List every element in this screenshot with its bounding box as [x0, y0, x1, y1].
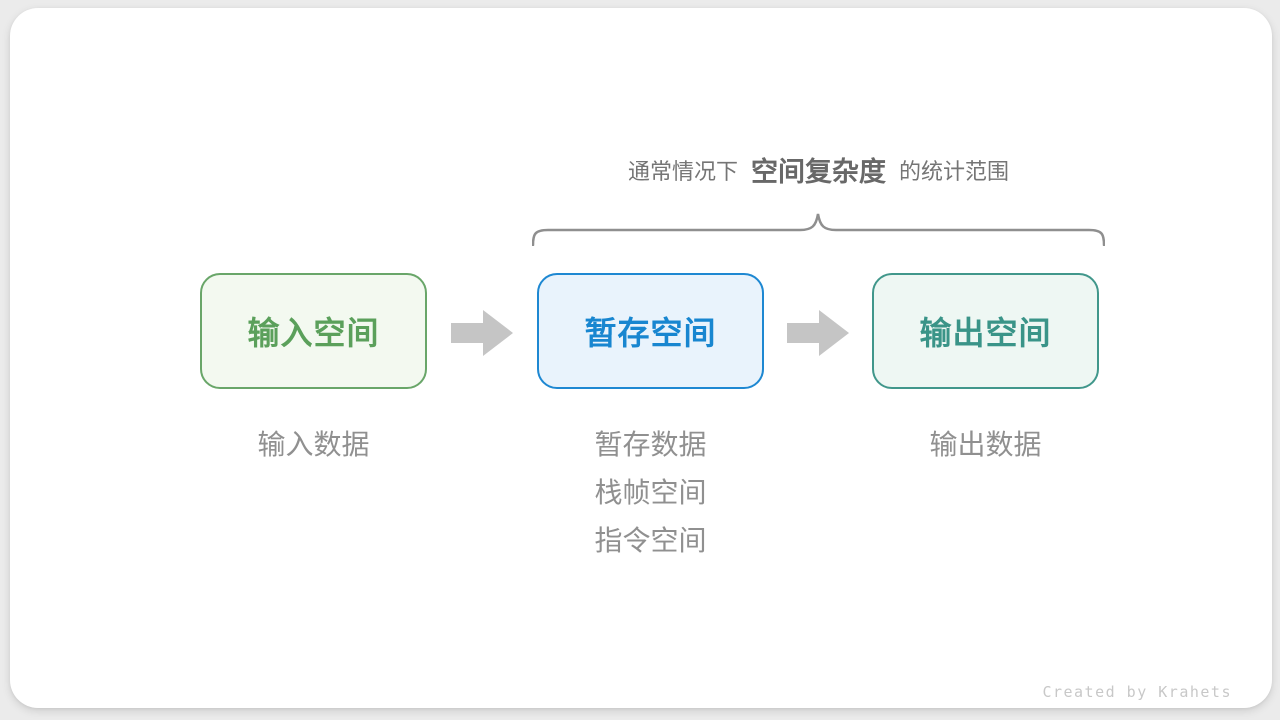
- sublabel: 输入数据: [257, 429, 370, 460]
- credit-text: Created by Krahets: [1042, 683, 1232, 701]
- output-space-sublabels: 输出数据: [872, 428, 1099, 476]
- arrow-right-icon: [787, 310, 849, 356]
- input-space-box: 输入空间: [200, 273, 427, 389]
- diagram-card: 通常情况下空间复杂度的统计范围 输入空间 暂存空间 输出空间: [10, 8, 1272, 708]
- output-space-box: 输出空间: [872, 273, 1099, 389]
- scope-title-suffix: 的统计范围: [899, 159, 1010, 184]
- sublabel: 指令空间: [594, 525, 707, 556]
- output-space-label: 输出空间: [919, 315, 1052, 351]
- curly-brace-icon: [531, 210, 1106, 247]
- arrow-right-icon: [451, 310, 513, 356]
- sublabel: 栈帧空间: [594, 477, 707, 508]
- input-space-sublabels: 输入数据: [200, 428, 427, 476]
- scope-title-prefix: 通常情况下: [627, 159, 738, 184]
- temp-space-label: 暂存空间: [584, 315, 717, 351]
- sublabel: 暂存数据: [594, 429, 707, 460]
- scope-title-highlight: 空间复杂度: [751, 157, 886, 187]
- sublabel: 输出数据: [929, 429, 1042, 460]
- temp-space-sublabels: 暂存数据 栈帧空间 指令空间: [537, 428, 764, 572]
- scope-title: 通常情况下空间复杂度的统计范围: [532, 152, 1105, 192]
- temp-space-box: 暂存空间: [537, 273, 764, 389]
- input-space-label: 输入空间: [247, 315, 380, 351]
